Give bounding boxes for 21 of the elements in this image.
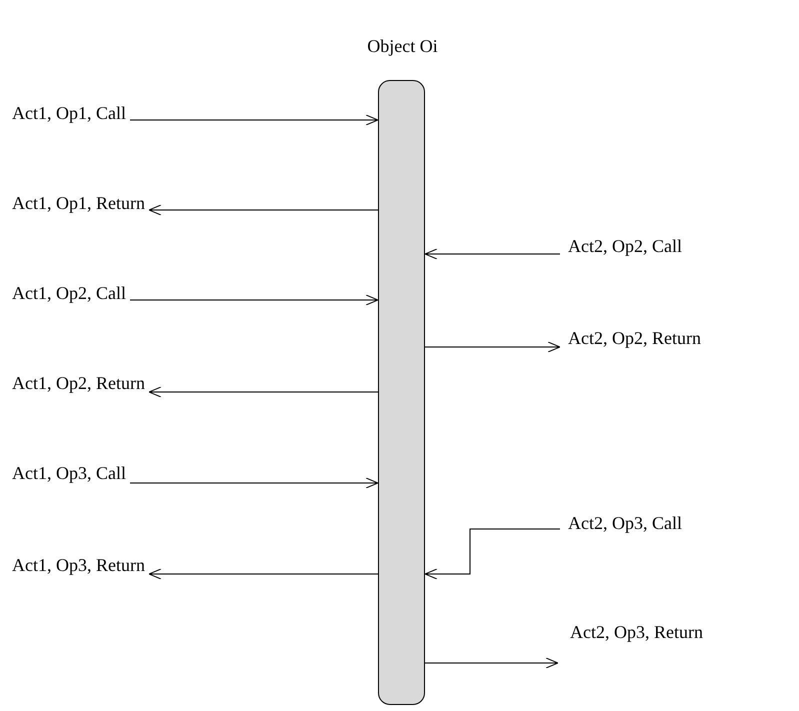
message-label: Act1, Op3, Return xyxy=(12,554,149,580)
message-arrow xyxy=(130,478,378,488)
message-label: Act2, Op2, Call xyxy=(560,235,796,261)
message-label: Act2, Op3, Call xyxy=(560,512,796,538)
message-label: Act1, Op1, Call xyxy=(12,102,130,128)
message-label: Act1, Op1, Return xyxy=(12,192,149,218)
message-arrow xyxy=(424,248,560,260)
message-label: Act1, Op2, Call xyxy=(12,282,130,308)
message-arrow xyxy=(148,204,378,216)
message-arrow xyxy=(424,658,558,668)
message-label: Act1, Op3, Call xyxy=(12,462,130,488)
message-arrow xyxy=(148,568,378,580)
message-arrow xyxy=(130,294,378,306)
message-label: Act2, Op2, Return xyxy=(560,327,796,353)
message-label: Act1, Op2, Return xyxy=(12,372,149,398)
message-arrow xyxy=(130,114,378,126)
message-arrow xyxy=(424,528,560,580)
message-arrow xyxy=(424,342,560,352)
message-arrow xyxy=(148,386,378,398)
object-title: Object Oi xyxy=(366,35,439,57)
message-label: Act2, Op3, Return xyxy=(558,621,796,647)
